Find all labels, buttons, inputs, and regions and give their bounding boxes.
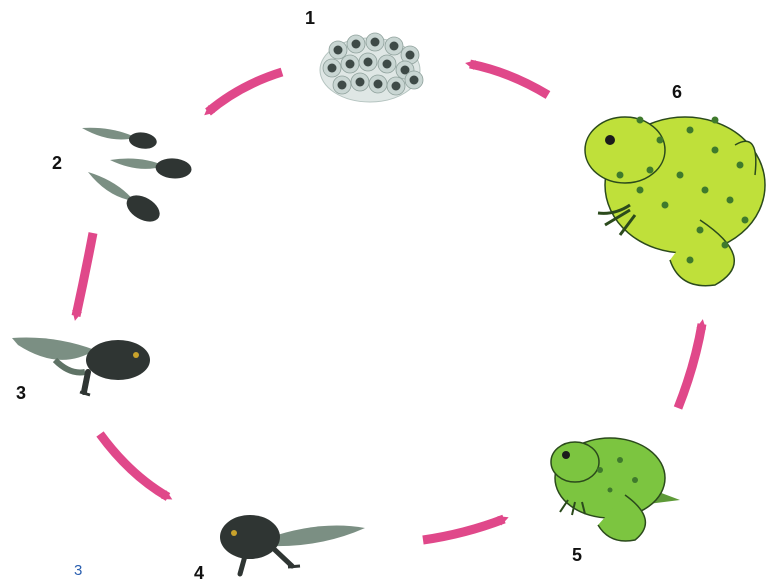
stage-label-4: 4 (194, 563, 204, 584)
frog-spot (712, 117, 719, 124)
egg-core (392, 82, 401, 91)
frog-spot (677, 172, 684, 179)
egg-core (364, 58, 373, 67)
arrow-icon (423, 519, 504, 540)
egg-core (352, 40, 361, 49)
arrow-icon (470, 64, 548, 95)
frog-spot (617, 172, 624, 179)
frog-spot (702, 187, 709, 194)
frog-spot (722, 242, 729, 249)
frog-spot (637, 117, 644, 124)
egg-core (346, 60, 355, 69)
tadpole-icon (81, 166, 165, 227)
egg-core (334, 46, 343, 55)
tadpole-icon (109, 154, 192, 180)
frog-spot (737, 162, 744, 169)
stage-label-6: 6 (672, 82, 682, 103)
stage-label-2: 2 (52, 153, 62, 174)
tadpole-hind-legs-icon (12, 338, 150, 396)
frog-spot (727, 197, 734, 204)
tadpole-icon (80, 124, 157, 150)
stage-label-3: 3 (16, 383, 26, 404)
froglet-icon (551, 438, 680, 541)
stage-label-1: 1 (305, 8, 315, 29)
stage-label-5: 5 (572, 545, 582, 566)
arrow-icon (678, 324, 702, 408)
tadpole-group-icon (80, 124, 192, 227)
egg-cluster-icon (320, 33, 423, 102)
egg-core (374, 80, 383, 89)
egg-core (383, 60, 392, 69)
frog-spot (647, 167, 654, 174)
egg-core (371, 38, 380, 47)
frog-spot (697, 227, 704, 234)
egg-core (338, 81, 347, 90)
egg-core (410, 76, 419, 85)
frog-spot (657, 137, 664, 144)
egg-core (356, 78, 365, 87)
arrow-icon (208, 72, 282, 112)
frog-spot (637, 187, 644, 194)
corner-note: 3 (74, 562, 82, 579)
arrow-icon (76, 233, 93, 316)
arrow-icon (100, 434, 168, 497)
frog-spot (662, 202, 669, 209)
tadpole-four-legs-icon (220, 515, 365, 574)
frog-spot (712, 147, 719, 154)
egg-core (406, 51, 415, 60)
frog-spot (687, 257, 694, 264)
frog-icon (585, 117, 765, 286)
frog-spot (742, 217, 749, 224)
egg-core (328, 64, 337, 73)
egg-core (390, 42, 399, 51)
frog-spot (687, 127, 694, 134)
